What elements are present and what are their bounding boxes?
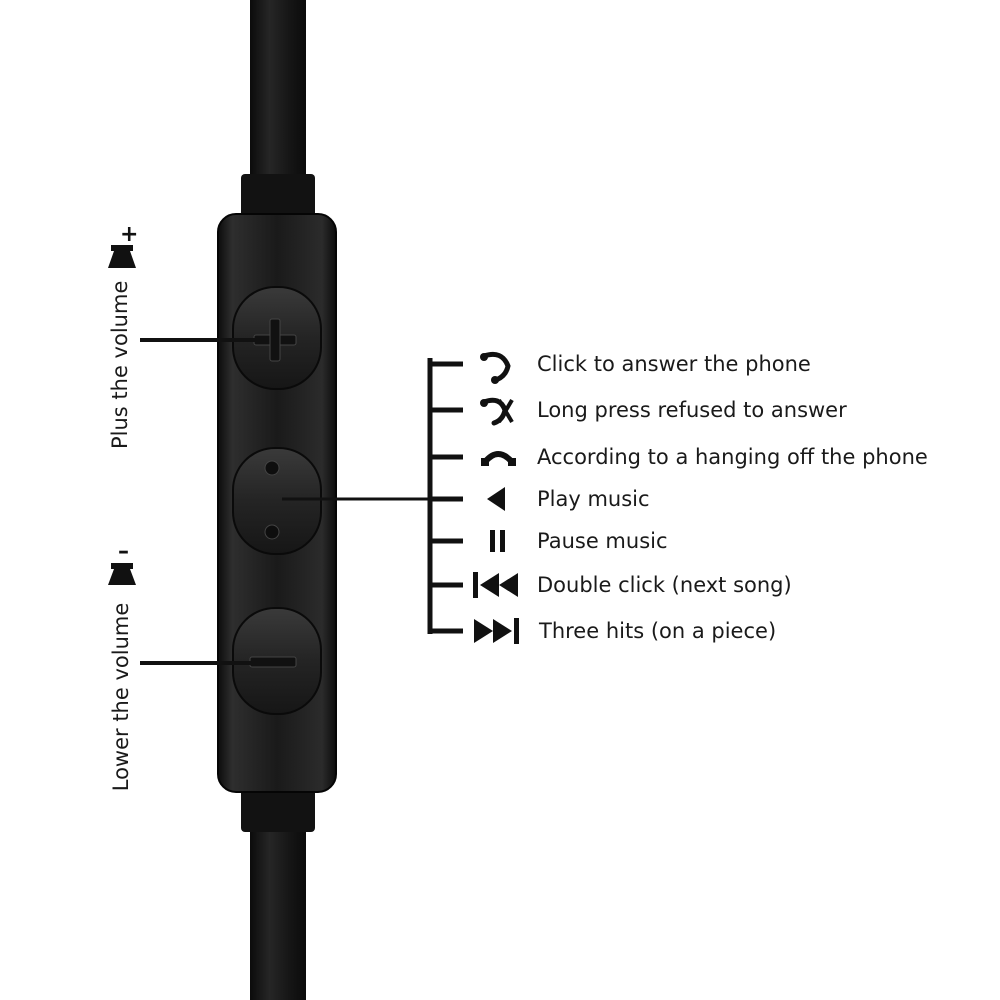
- function-label-next: Three hits (on a piece): [539, 619, 777, 643]
- phone-answer-icon: [480, 351, 511, 384]
- function-label-answer: Click to answer the phone: [537, 352, 811, 376]
- phone-hangup-icon: [481, 451, 516, 466]
- multifunction-button: [232, 447, 322, 555]
- function-label-play: Play music: [537, 487, 650, 511]
- svg-text:–: –: [118, 539, 129, 564]
- function-label-pause: Pause music: [537, 529, 668, 553]
- strain-relief-top: [241, 174, 315, 222]
- function-label-hangup: According to a hanging off the phone: [537, 445, 928, 469]
- pause-icon: [490, 530, 505, 552]
- function-label-previous: Double click (next song): [537, 573, 792, 597]
- function-label-reject: Long press refused to answer: [537, 398, 847, 422]
- cable-top: [250, 0, 306, 180]
- next-track-icon: [474, 618, 519, 644]
- phone-reject-icon: [480, 397, 514, 426]
- strain-relief-bottom: [241, 784, 315, 832]
- previous-track-icon: [473, 572, 518, 598]
- svg-text:+: +: [120, 222, 138, 247]
- speaker-plus-icon: +: [108, 222, 138, 268]
- lower-volume-label: Lower the volume: [109, 602, 133, 792]
- cable-bottom: [250, 826, 306, 1000]
- play-icon: [487, 487, 505, 511]
- speaker-minus-icon: –: [108, 539, 136, 585]
- function-bracket: [427, 358, 463, 634]
- plus-volume-label: Plus the volume: [108, 280, 132, 449]
